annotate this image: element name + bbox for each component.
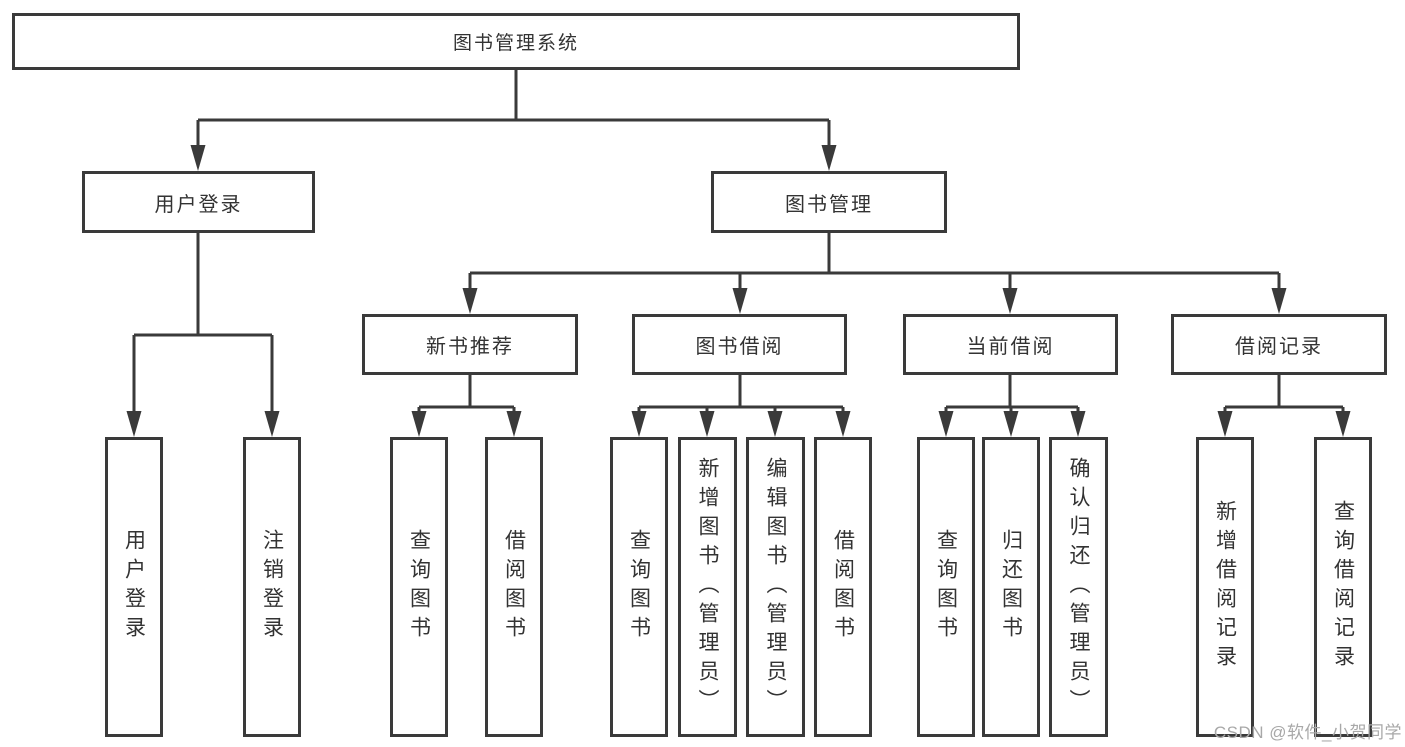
csdn-watermark: CSDN @软件_小贺同学 xyxy=(1213,723,1402,742)
leaf-label: 查询借阅记录 xyxy=(1331,500,1355,674)
node-library-management-system: 图书管理系统 xyxy=(12,13,1020,70)
node-book-borrowing: 图书借阅 xyxy=(632,314,847,375)
node-current-borrowing: 当前借阅 xyxy=(903,314,1118,375)
leaf-label: 查询图书 xyxy=(627,529,651,645)
leaf-label: 注销登录 xyxy=(260,529,284,645)
leaf-confirm-return-admin: 确认归还（管理员） xyxy=(1049,437,1108,737)
leaf-label: 借阅图书 xyxy=(831,529,855,645)
leaf-label: 新增借阅记录 xyxy=(1213,500,1237,674)
leaf-label: 归还图书 xyxy=(999,529,1023,645)
node-new-book-recommendation: 新书推荐 xyxy=(362,314,578,375)
leaf-label: 新增图书（管理员） xyxy=(696,456,719,718)
leaf-label: 查询图书 xyxy=(407,529,431,645)
leaf-add-books-admin: 新增图书（管理员） xyxy=(678,437,737,737)
leaf-label: 确认归还（管理员） xyxy=(1067,456,1090,718)
node-label: 借阅记录 xyxy=(1235,336,1323,358)
node-label: 新书推荐 xyxy=(426,336,514,358)
node-label: 图书管理 xyxy=(785,193,873,216)
leaf-edit-books-admin: 编辑图书（管理员） xyxy=(746,437,805,737)
leaf-return-books: 归还图书 xyxy=(982,437,1040,737)
node-label: 图书管理系统 xyxy=(452,33,579,54)
leaf-borrow-books: 借阅图书 xyxy=(814,437,872,737)
node-label: 用户登录 xyxy=(154,193,243,216)
leaf-query-borrow-record: 查询借阅记录 xyxy=(1314,437,1372,737)
node-borrowing-records: 借阅记录 xyxy=(1171,314,1387,375)
leaf-label: 编辑图书（管理员） xyxy=(764,456,787,718)
leaf-label: 用户登录 xyxy=(122,529,146,645)
leaf-logout: 注销登录 xyxy=(243,437,301,737)
leaf-query-books-current: 查询图书 xyxy=(917,437,975,737)
leaf-user-login: 用户登录 xyxy=(105,437,163,737)
node-label: 当前借阅 xyxy=(966,336,1055,358)
node-label: 图书借阅 xyxy=(695,336,784,358)
node-book-management: 图书管理 xyxy=(711,171,947,233)
leaf-query-books-recommend: 查询图书 xyxy=(390,437,448,737)
leaf-borrow-books-recommend: 借阅图书 xyxy=(485,437,543,737)
node-user-login: 用户登录 xyxy=(82,171,315,233)
leaf-add-borrow-record: 新增借阅记录 xyxy=(1196,437,1254,737)
leaf-label: 查询图书 xyxy=(934,529,958,645)
leaf-query-books-borrowing: 查询图书 xyxy=(610,437,668,737)
leaf-label: 借阅图书 xyxy=(502,529,526,645)
